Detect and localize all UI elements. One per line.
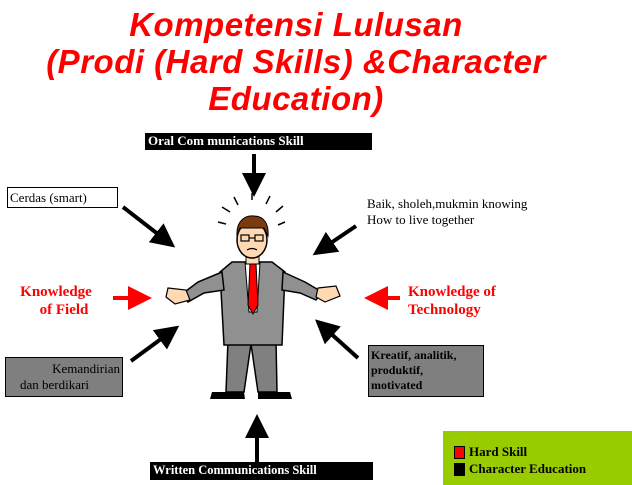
- legend-label-hard-skill: Hard Skill: [469, 444, 528, 459]
- page-title: Kompetensi Lulusan (Prodi (Hard Skills) …: [0, 6, 592, 117]
- node-character-line-1: Baik, sholeh,mukmin knowing: [367, 196, 528, 211]
- legend-swatch-red: [454, 446, 465, 459]
- title-line-1: Kompetensi Lulusan: [129, 6, 463, 43]
- arrow-baik: [312, 224, 358, 256]
- node-character-values: Baik, sholeh,mukmin knowing How to live …: [367, 196, 527, 228]
- node-character-line-2: How to live together: [367, 212, 475, 227]
- node-knowledge-of-field: Knowledge of Field: [4, 283, 108, 319]
- legend-label-character-education: Character Education: [469, 461, 587, 476]
- node-kreatif-line-3: motivated: [371, 378, 423, 392]
- node-tech-line-1: Knowledge of: [408, 284, 496, 300]
- arrow-cerdas: [121, 205, 176, 248]
- node-tech-line-2: Technology: [408, 302, 481, 318]
- node-knowledge-of-technology: Knowledge of Technology: [408, 283, 496, 319]
- node-cerdas-label: Cerdas (smart): [10, 190, 87, 205]
- node-kemandirian-line-2: dan berdikari: [20, 377, 89, 392]
- node-cerdas: Cerdas (smart): [7, 187, 118, 208]
- node-kreatif-line-2: produktif,: [371, 363, 424, 377]
- title-line-3: Education): [208, 80, 384, 117]
- arrow-mandiri: [129, 325, 180, 363]
- node-written-label: Written Communications Skill: [153, 463, 317, 477]
- node-oral-label: Oral Com munications Skill: [148, 133, 304, 148]
- node-kreatif-line-1: Kreatif, analitik,: [371, 348, 457, 362]
- legend: Hard Skill Character Education: [443, 431, 632, 485]
- arrow-kreatif: [315, 319, 360, 360]
- node-written-communication: Written Communications Skill: [150, 462, 373, 480]
- node-kemandirian: Kemandirian dan berdikari: [5, 357, 123, 397]
- legend-swatch-black: [454, 463, 465, 476]
- node-kemandirian-line-1: Kemandirian: [52, 361, 120, 376]
- node-kreatif: Kreatif, analitik, produktif, motivated: [368, 345, 484, 397]
- node-field-line-1: Knowledge: [20, 284, 92, 300]
- title-line-2: (Prodi (Hard Skills) &Character: [46, 43, 546, 80]
- node-oral-communication: Oral Com munications Skill: [145, 133, 372, 150]
- node-field-line-2: of Field: [39, 302, 89, 318]
- person-figure-icon: [165, 193, 341, 399]
